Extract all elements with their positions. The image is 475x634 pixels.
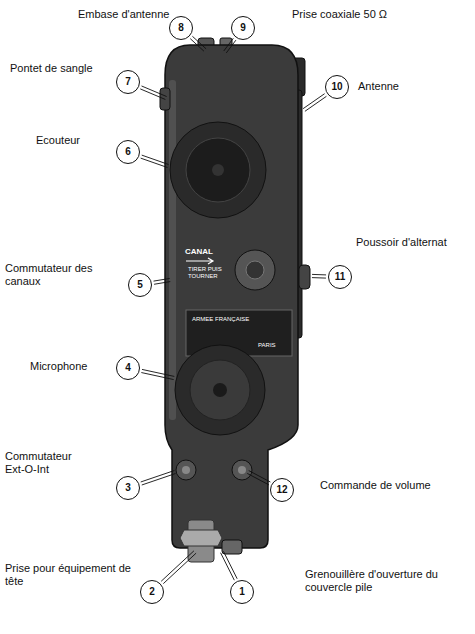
leader-line (312, 277, 326, 279)
part-label: Antenne (358, 80, 399, 93)
leader-line (154, 278, 170, 281)
leader-line (190, 39, 204, 52)
callout-number: 6 (125, 146, 131, 158)
callout-number: 2 (149, 586, 155, 598)
leader-line (142, 474, 176, 485)
callout-number: 7 (125, 76, 131, 88)
device-marking: CANAL (185, 247, 213, 256)
callout-circle: 10 (325, 75, 349, 99)
leader-line (303, 94, 325, 109)
callout-circle: 7 (116, 70, 140, 94)
callout-circle: 4 (116, 356, 140, 380)
part-label: Commutateur des canaux (5, 262, 123, 288)
leader-line (226, 40, 236, 53)
callout-number: 9 (240, 22, 246, 34)
leader-line (140, 89, 165, 100)
device-marking: TIRER PUIS TOURNER (188, 266, 228, 280)
callout-circle: 6 (116, 140, 140, 164)
callout-number: 11 (335, 271, 346, 283)
leader-line (249, 471, 271, 482)
leader-line (154, 282, 170, 285)
part-label: Poussoir d'alternat (356, 236, 468, 249)
callout-circle: 8 (169, 16, 193, 40)
leader-line (161, 551, 194, 581)
device-marking: PARIS (258, 342, 276, 349)
part-label: Prise coaxiale 50 Ω (292, 8, 387, 21)
callout-number: 5 (137, 279, 143, 291)
part-label: Ecouteur (36, 134, 80, 147)
leader-line (141, 373, 173, 380)
part-label: Embase d'antenne (78, 8, 169, 21)
callout-number: 8 (178, 22, 184, 34)
leader-line (312, 274, 326, 276)
part-label: Microphone (30, 360, 87, 373)
callout-circle: 9 (231, 16, 255, 40)
callout-circle: 1 (230, 580, 254, 604)
part-label: Pontet de sangle (10, 62, 93, 75)
leader-line (221, 553, 235, 580)
leader-line (163, 553, 196, 583)
callout-number: 4 (125, 362, 131, 374)
leader-line (141, 158, 168, 167)
callout-number: 3 (125, 482, 131, 494)
part-label: Commutateur Ext-O-Int (5, 450, 87, 476)
callout-number: 12 (276, 484, 287, 496)
callout-circle: 12 (270, 478, 294, 502)
callout-circle: 11 (328, 265, 352, 289)
callout-circle: 5 (128, 273, 152, 297)
callout-number: 1 (239, 586, 245, 598)
leader-line (141, 470, 175, 481)
part-label: Prise pour équipement de tête (5, 562, 135, 588)
leader-line (223, 551, 237, 578)
leader-line (305, 96, 327, 111)
part-label: Grenouillère d'ouverture du couvercle pi… (305, 568, 470, 594)
leader-line (224, 38, 234, 51)
leader-line (142, 369, 174, 376)
part-label: Commande de volume (320, 479, 460, 492)
device-marking: ARMEE FRANÇAISE (192, 316, 252, 323)
callout-circle: 2 (140, 580, 164, 604)
callout-number: 10 (331, 81, 342, 93)
callout-circle: 3 (116, 476, 140, 500)
